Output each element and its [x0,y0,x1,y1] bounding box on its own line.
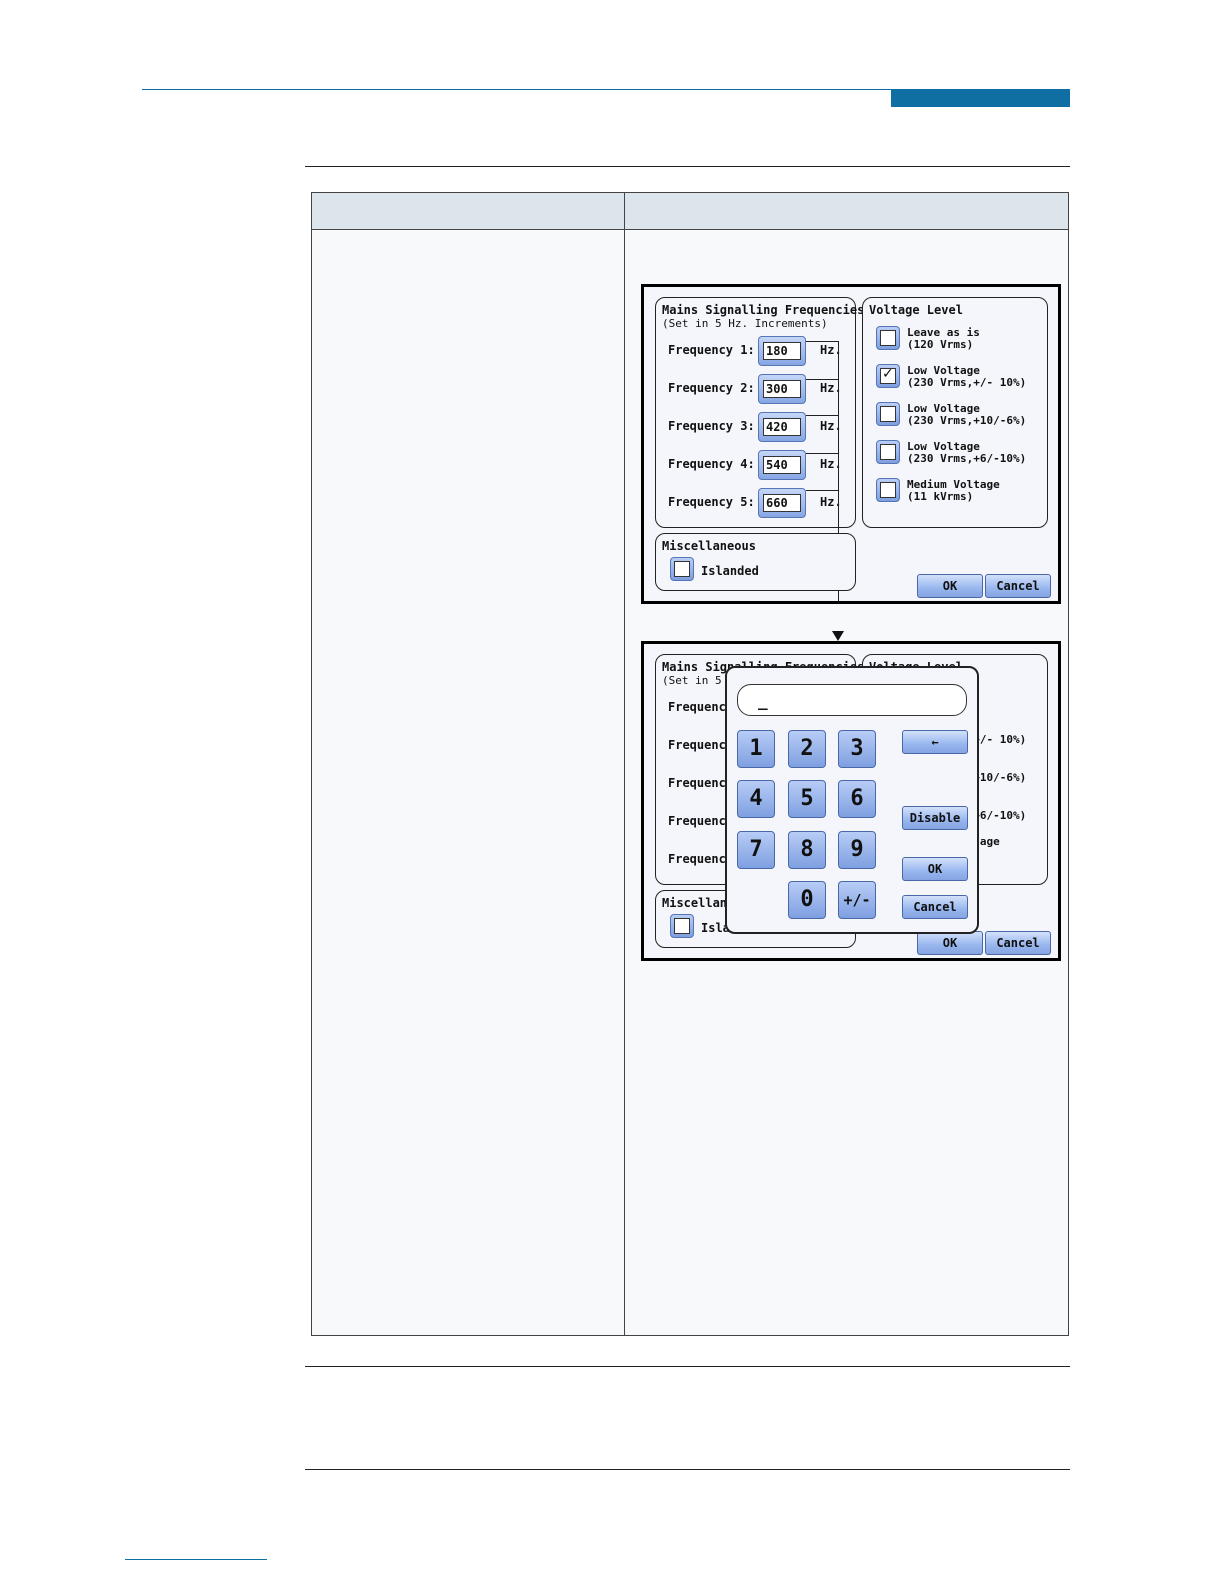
key-5[interactable]: 5 [788,780,826,818]
footer-rule [305,1469,1070,1470]
callout-line [806,415,838,416]
mains-title: Mains Signalling Frequencies [662,303,865,317]
frequency-5-input[interactable]: 660 [758,488,806,518]
key-1[interactable]: 1 [737,730,775,768]
footer-link-underline [125,1559,267,1560]
miscellaneous-panel: Miscellaneous Islanded [655,533,856,591]
frequency-2-input[interactable]: 300 [758,374,806,404]
key-4[interactable]: 4 [737,780,775,818]
frequency-label: Frequency [668,814,734,828]
frequency-1-input[interactable]: 180 [758,336,806,366]
voltage-option-label: Low Voltage [907,402,980,415]
voltage-option-detail: (230 Vrms,+6/-10%) [907,452,1027,465]
voltage-option-label: Low Voltage [907,364,980,377]
misc-title: Miscellaneous [662,539,756,553]
islanded-label: Islanded [701,564,759,578]
key-3[interactable]: 3 [838,730,876,768]
key-plus-minus[interactable]: +/- [838,881,876,919]
voltage-option-detail: (230 Vrms,+/- 10%) [907,376,1027,389]
section-rule-bottom [305,1366,1070,1367]
frequency-label: Frequency 1: [668,343,755,357]
frequency-4-input[interactable]: 540 [758,450,806,480]
keypad-display: _ [737,684,967,716]
backspace-button[interactable]: ← [902,730,968,754]
callout-line [806,490,838,491]
key-9[interactable]: 9 [838,831,876,869]
hz-unit: Hz. [820,343,842,357]
islanded-checkbox[interactable] [670,914,694,938]
keypad-screenshot: Mains Signalling Frequencies (Set in 5 H… [641,641,1061,961]
callout-line [806,453,838,454]
key-6[interactable]: 6 [838,780,876,818]
hz-unit: Hz. [820,381,842,395]
key-8[interactable]: 8 [788,831,826,869]
key-2[interactable]: 2 [788,730,826,768]
ok-button[interactable]: OK [917,574,983,598]
doc-table-header [312,193,1068,230]
voltage-option-detail: (11 kVrms) [907,490,974,503]
callout-line [806,341,838,342]
frequency-label: Frequency [668,776,734,790]
ok-button[interactable]: OK [917,931,983,955]
frequency-value: 180 [763,342,801,360]
voltage-checkbox[interactable] [876,478,900,502]
frequency-value: 420 [763,418,801,436]
voltage-option-label: Leave as is [907,326,980,339]
mains-subtitle: (Set in 5 Hz. Increments) [662,317,828,330]
voltage-level-panel: Voltage Level Leave as is (120 Vrms) ✓ L… [862,297,1048,528]
frequency-value: 660 [763,494,801,512]
frequency-label: Frequency 2: [668,381,755,395]
section-rule-top [305,166,1070,167]
hz-unit: Hz. [820,457,842,471]
callout-line [806,379,838,380]
frequency-label: Frequency 3: [668,419,755,433]
frequency-value: 540 [763,456,801,474]
frequency-label: Frequency 4: [668,457,755,471]
voltage-option-detail: (230 Vrms,+10/-6%) [907,414,1027,427]
key-0[interactable]: 0 [788,881,826,919]
hz-unit: Hz. [820,495,842,509]
mains-frequencies-panel: Mains Signalling Frequencies (Set in 5 H… [655,297,864,528]
keypad-ok-button[interactable]: OK [902,857,968,881]
checkmark-icon: ✓ [882,366,894,382]
islanded-checkbox[interactable] [670,557,694,581]
voltage-checkbox-checked[interactable]: ✓ [876,364,900,388]
doc-table-column-divider [624,193,625,1335]
hz-unit: Hz. [820,419,842,433]
cancel-button[interactable]: Cancel [985,931,1051,955]
voltage-checkbox[interactable] [876,402,900,426]
settings-screenshot: Mains Signalling Frequencies (Set in 5 H… [641,284,1061,604]
disable-button[interactable]: Disable [902,806,968,830]
keypad-display-value: _ [758,691,768,710]
keypad-cancel-button[interactable]: Cancel [902,895,968,919]
voltage-option-detail: (120 Vrms) [907,338,974,351]
key-7[interactable]: 7 [737,831,775,869]
voltage-checkbox[interactable] [876,440,900,464]
callout-line [838,341,839,601]
voltage-title: Voltage Level [869,303,963,317]
top-rule [142,89,1070,90]
frequency-label: Frequency [668,738,734,752]
numeric-keypad-dialog: _ 1 2 3 4 5 6 7 8 9 0 +/- ← Disable OK C… [725,666,979,934]
header-color-bar [891,89,1070,107]
frequency-label: Frequency [668,700,734,714]
voltage-option-label: Medium Voltage [907,478,1000,491]
arrow-head-icon [832,631,844,641]
voltage-option-label: Low Voltage [907,440,980,453]
voltage-checkbox[interactable] [876,326,900,350]
frequency-label: Frequency 5: [668,495,755,509]
frequency-value: 300 [763,380,801,398]
cancel-button[interactable]: Cancel [985,574,1051,598]
frequency-label: Frequency [668,852,734,866]
frequency-3-input[interactable]: 420 [758,412,806,442]
